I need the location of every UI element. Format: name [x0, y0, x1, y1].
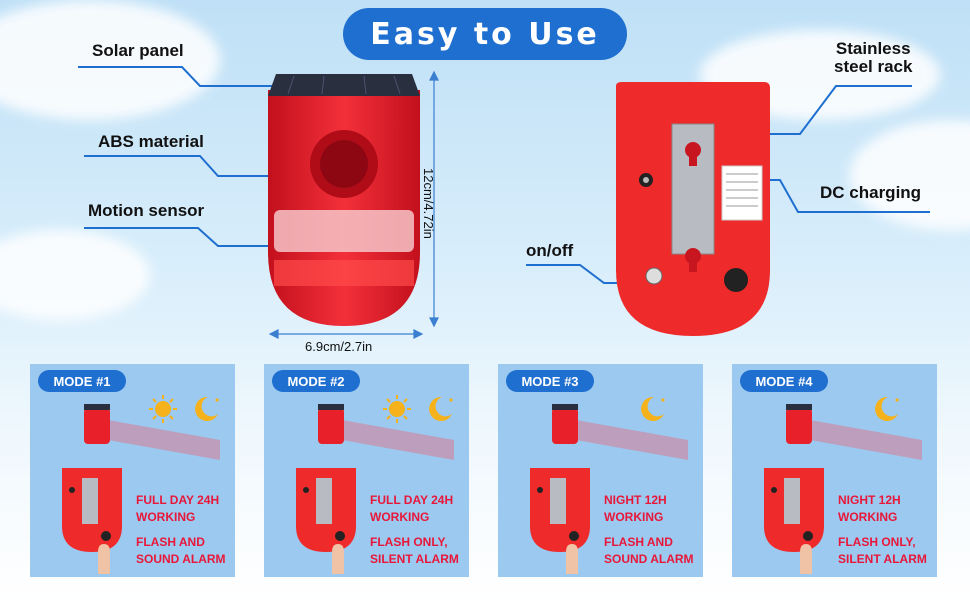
sensor-beam-illustration: [786, 404, 922, 460]
label-motion-sensor: Motion sensor: [88, 201, 205, 220]
sensor-beam-illustration: [552, 404, 688, 460]
label-abs-material: ABS material: [98, 132, 204, 151]
device-back-illustration: [764, 468, 824, 574]
sun-icon: [383, 395, 411, 423]
mode-panel-4: MODE #4 NIGHT 12H WORKING FLASH ONLY, SIL…: [732, 364, 937, 577]
alarm-type-text: FLASH ONLY, SILENT ALARM: [370, 535, 459, 566]
label-solar-panel: Solar panel: [92, 41, 184, 60]
mode-panel-2: MODE #2 FULL DAY 24H WORKING FLASH ONLY, …: [264, 364, 469, 577]
label-dc-charging: DC charging: [820, 183, 922, 202]
device-back-illustration: [296, 468, 356, 574]
label-on-off: on/off: [526, 241, 574, 260]
label-stainless-steel-rack: Stainless steel rack: [834, 39, 913, 76]
sensor-beam-illustration: [84, 404, 220, 460]
moon-icon: [875, 396, 899, 421]
moon-icon: [641, 396, 665, 421]
width-dimension: 6.9cm/2.7in: [305, 339, 373, 354]
mode-label: MODE #4: [740, 370, 828, 392]
alarm-back-view: [616, 82, 770, 336]
mode-label: MODE #2: [272, 370, 360, 392]
mode-panel-3: MODE #3 NIGHT 12H WORKING FLASH AND SOUND…: [498, 364, 703, 577]
working-time-text: FULL DAY 24H WORKING: [370, 493, 454, 524]
sensor-beam-illustration: [318, 404, 454, 460]
page-title: Easy to Use: [343, 8, 627, 60]
mode-panel-1: MODE #1 FULL DAY 24H WORKING FLASH AND SO…: [30, 364, 235, 577]
mode-label: MODE #3: [506, 370, 594, 392]
moon-icon: [195, 396, 219, 421]
alarm-front-view: [268, 74, 420, 326]
working-time-text: FULL DAY 24H WORKING: [136, 493, 220, 524]
moon-icon: [429, 396, 453, 421]
mode-label: MODE #1: [38, 370, 126, 392]
alarm-type-text: FLASH ONLY, SILENT ALARM: [838, 535, 927, 566]
working-time-text: NIGHT 12H WORKING: [604, 493, 667, 524]
device-back-illustration: [62, 468, 122, 574]
alarm-type-text: FLASH AND SOUND ALARM: [604, 535, 694, 566]
sun-icon: [149, 395, 177, 423]
alarm-type-text: FLASH AND SOUND ALARM: [136, 535, 226, 566]
working-time-text: NIGHT 12H WORKING: [838, 493, 901, 524]
device-back-illustration: [530, 468, 590, 574]
